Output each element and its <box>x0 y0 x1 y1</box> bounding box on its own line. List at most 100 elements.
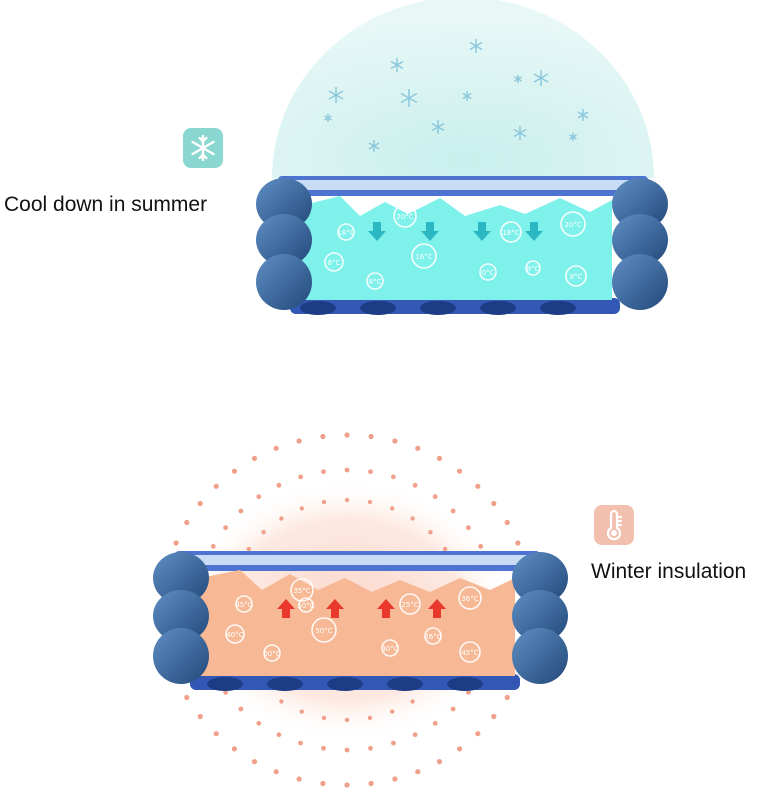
winter-right-roll <box>512 552 568 684</box>
heat-dot <box>231 746 237 752</box>
summer-temp: 8°C <box>328 259 341 267</box>
heat-dot <box>298 474 303 480</box>
heat-dot <box>197 713 203 720</box>
heat-dot <box>321 745 326 751</box>
heat-dot <box>390 709 395 714</box>
winter-temp: 26°C <box>424 633 441 641</box>
heat-dots <box>173 432 521 788</box>
heat-dot <box>442 546 448 552</box>
heat-dot <box>368 469 373 475</box>
heat-dot <box>491 713 497 720</box>
heat-dot <box>299 709 304 714</box>
winter-temp: 35°C <box>293 587 310 595</box>
heat-dot <box>457 468 463 474</box>
heat-dot <box>415 769 421 775</box>
winter-base-tubes <box>190 674 520 691</box>
heat-dot <box>320 433 326 440</box>
summer-temp: 18°C <box>337 229 354 237</box>
winter-temp: 40°C <box>381 645 398 653</box>
heat-dot <box>321 715 327 721</box>
winter-temp: 25°C <box>401 601 418 609</box>
summer-base-tubes <box>290 298 620 315</box>
summer-down-arrows <box>368 222 543 241</box>
heat-dot <box>296 438 302 444</box>
summer-temp: 8°C <box>570 273 583 281</box>
heat-dot <box>344 467 350 473</box>
heat-dot <box>246 546 252 552</box>
heat-dot <box>368 780 374 787</box>
heat-dot <box>390 506 395 511</box>
heat-dot <box>412 732 418 738</box>
summer-left-roll <box>256 178 312 310</box>
heat-dot <box>184 694 190 701</box>
heat-dot <box>320 780 326 787</box>
heat-dot <box>475 483 481 489</box>
winter-temp: 50°C <box>297 602 314 610</box>
heat-dot <box>344 782 350 788</box>
winter-left-roll <box>153 552 209 684</box>
heat-dot <box>298 740 303 746</box>
heat-dot <box>436 759 443 765</box>
heat-dot <box>256 494 262 500</box>
winter-temp: 36°C <box>461 595 478 603</box>
heat-dot <box>238 508 244 514</box>
heat-dot <box>475 731 481 737</box>
summer-right-roll <box>612 178 668 310</box>
snowflakes <box>324 39 589 152</box>
heat-dot <box>210 544 216 549</box>
heat-dot <box>344 717 350 723</box>
winter-label: Winter insulation <box>591 560 747 583</box>
winter-temp: 45°C <box>461 649 478 657</box>
cold-dome <box>272 0 654 178</box>
heat-dot <box>491 500 497 507</box>
heat-dot <box>251 455 258 461</box>
heat-dot <box>299 506 304 511</box>
heat-dot <box>276 732 282 738</box>
heat-dot <box>457 746 463 752</box>
winter-temp: 40°C <box>226 631 243 639</box>
summer-liquid <box>300 196 612 300</box>
heat-dot <box>173 540 179 546</box>
winter-bubbles <box>225 578 482 663</box>
summer-temp: 18°C <box>502 229 519 237</box>
heat-dot <box>344 432 350 438</box>
summer-temp: 20°C <box>564 221 581 229</box>
heat-dot <box>296 776 302 782</box>
summer-temp: 0°C <box>482 269 495 277</box>
heat-dot <box>276 482 282 488</box>
heat-dot <box>279 699 284 704</box>
heat-dot <box>392 776 398 782</box>
heat-dot <box>466 689 471 695</box>
heat-dot <box>344 747 350 753</box>
heat-dot <box>231 468 237 474</box>
summer-temp: 8°C <box>527 265 540 273</box>
summer-temp: 20°C <box>396 213 413 221</box>
heat-dot <box>504 694 510 701</box>
heat-dot <box>368 745 373 751</box>
heat-dot <box>256 720 262 726</box>
snowflake-tile <box>183 128 223 168</box>
heat-dot <box>184 519 190 526</box>
summer-label: Cool down in summer <box>4 193 208 216</box>
snowflake-icon <box>191 134 215 162</box>
heat-dot <box>415 445 421 451</box>
winter-temp: 50°C <box>315 627 332 635</box>
winter-liquid <box>200 570 515 676</box>
heat-dot <box>273 769 279 775</box>
heat-dot <box>367 499 373 505</box>
heat-dot <box>478 544 484 549</box>
heat-dot <box>515 540 521 546</box>
heat-dot <box>279 516 284 521</box>
thermometer-tile <box>594 505 634 545</box>
heat-dot <box>238 706 244 712</box>
heat-dot <box>273 445 279 451</box>
heat-dot <box>412 482 418 488</box>
heat-dot <box>223 525 229 531</box>
heat-dot <box>436 455 443 461</box>
summer-temp: 8°C <box>369 278 382 286</box>
heat-dot <box>391 474 396 480</box>
heat-dot <box>213 731 219 737</box>
heat-dot <box>367 715 373 721</box>
heat-dot <box>428 530 433 535</box>
heat-dot <box>251 759 258 765</box>
